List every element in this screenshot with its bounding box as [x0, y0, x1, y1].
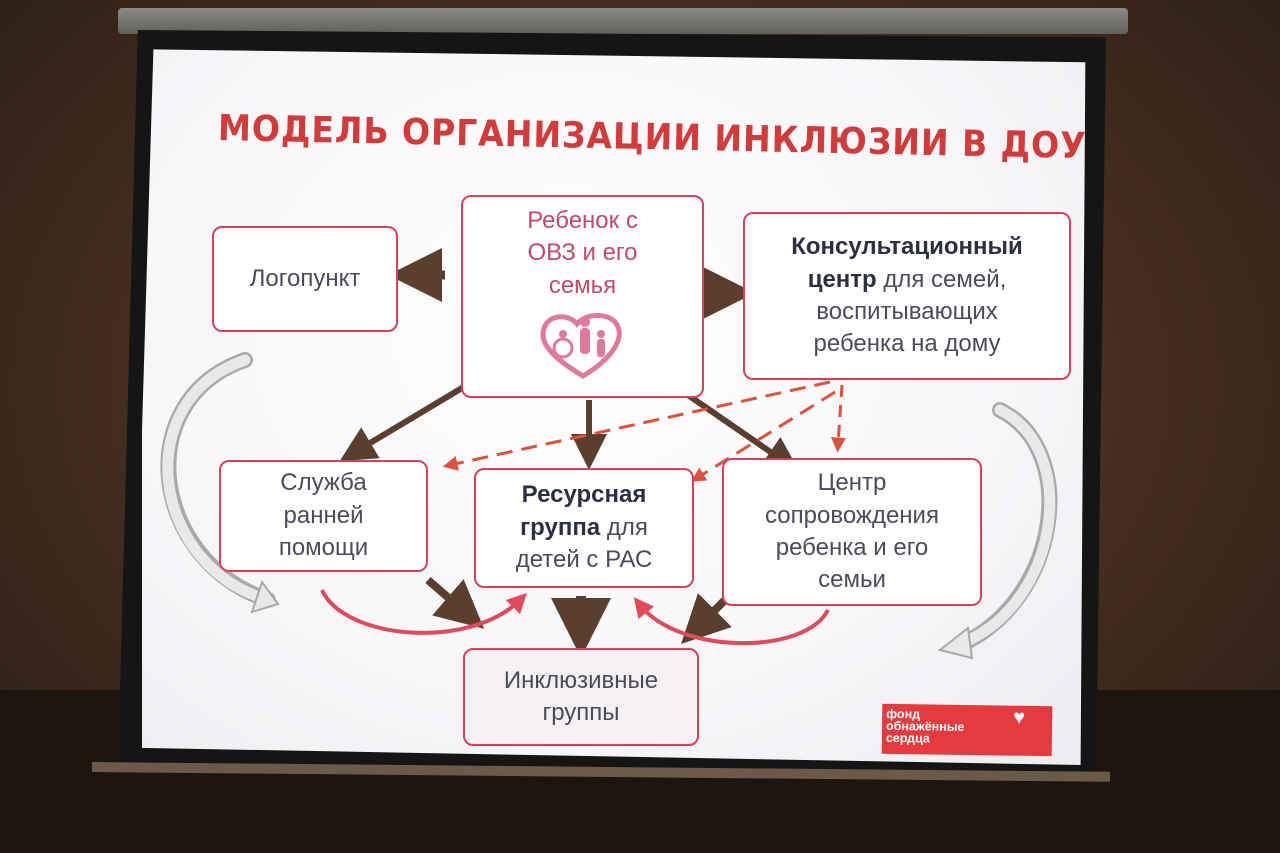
curve-early-help-to-resource	[320, 589, 528, 635]
gray-curve-left-inner	[162, 354, 268, 604]
node-inclusive-groups: Инклюзивные группы	[463, 648, 699, 746]
presentation-slide	[142, 49, 1086, 765]
node-child-family-line-1: Ребенок с	[527, 207, 638, 234]
node-child-family-line-3: семья	[548, 271, 617, 299]
node-resource-title: Ресурсная	[521, 481, 647, 509]
node-inclusive-line-1: Инклюзивные	[503, 666, 659, 694]
node-early-help-line-2: ранней	[283, 501, 364, 529]
projector-screen-housing	[118, 8, 1128, 34]
node-early-help-line-1: Служба	[280, 469, 367, 497]
node-consult-line-3: воспитывающих	[816, 298, 998, 325]
family-heart-icon	[540, 313, 622, 380]
node-inclusive-line-2: группы	[542, 699, 620, 726]
dashed-arrow-consult-to-support	[831, 384, 846, 453]
node-resource-group: Ресурсная группа для детей с РАС	[474, 468, 694, 588]
node-resource-line-2: для	[600, 513, 648, 541]
node-logopunkt: Логопункт	[212, 226, 398, 332]
logo-line-3: сердца	[885, 730, 930, 746]
node-logopunkt-label: Логопункт	[249, 264, 361, 292]
node-resource-line-3: детей с РАС	[515, 546, 653, 574]
node-resource-title-2: группа	[520, 513, 601, 541]
node-early-help-line-3: помощи	[278, 534, 369, 562]
node-consult-center: Консультационный центр для семей, воспит…	[743, 212, 1071, 380]
node-child-family-line-2: ОВЗ и его	[527, 239, 638, 267]
node-consult-line-4: ребенка на дому	[813, 330, 1001, 358]
node-support-line-4: семьи	[818, 566, 886, 594]
node-consult-title-2: центр	[807, 265, 877, 293]
node-child-family: Ребенок с ОВЗ и его семья	[461, 195, 704, 398]
node-support-center: Центр сопровождения ребенка и его семьи	[722, 458, 982, 606]
node-support-line-3: ребенка и его	[775, 534, 929, 561]
node-consult-title: Консультационный	[791, 233, 1023, 261]
node-early-help: Служба ранней помощи	[219, 460, 428, 572]
arrow-early-help-to-inclusive	[425, 576, 485, 629]
fund-logo: фонд обнажённые сердца ♥	[881, 703, 1053, 757]
node-support-line-1: Центр	[817, 469, 887, 497]
node-consult-line-2: для семей,	[876, 265, 1007, 293]
arrow-support-to-inclusive	[681, 593, 732, 644]
gray-arrowhead-right	[937, 626, 974, 660]
arrow-family-to-support	[683, 390, 800, 473]
gray-arrowhead-left	[250, 579, 280, 614]
logo-heart-icon: ♥	[1013, 706, 1026, 729]
dashed-arrow-consult-to-resource	[690, 390, 836, 482]
curve-support-to-resource	[633, 597, 830, 646]
gray-curve-right-inner	[959, 404, 1056, 648]
arrow-family-to-early-help	[339, 382, 469, 462]
node-support-line-2: сопровождения	[765, 501, 939, 529]
dashed-arrow-consult-to-early-help	[442, 380, 831, 471]
